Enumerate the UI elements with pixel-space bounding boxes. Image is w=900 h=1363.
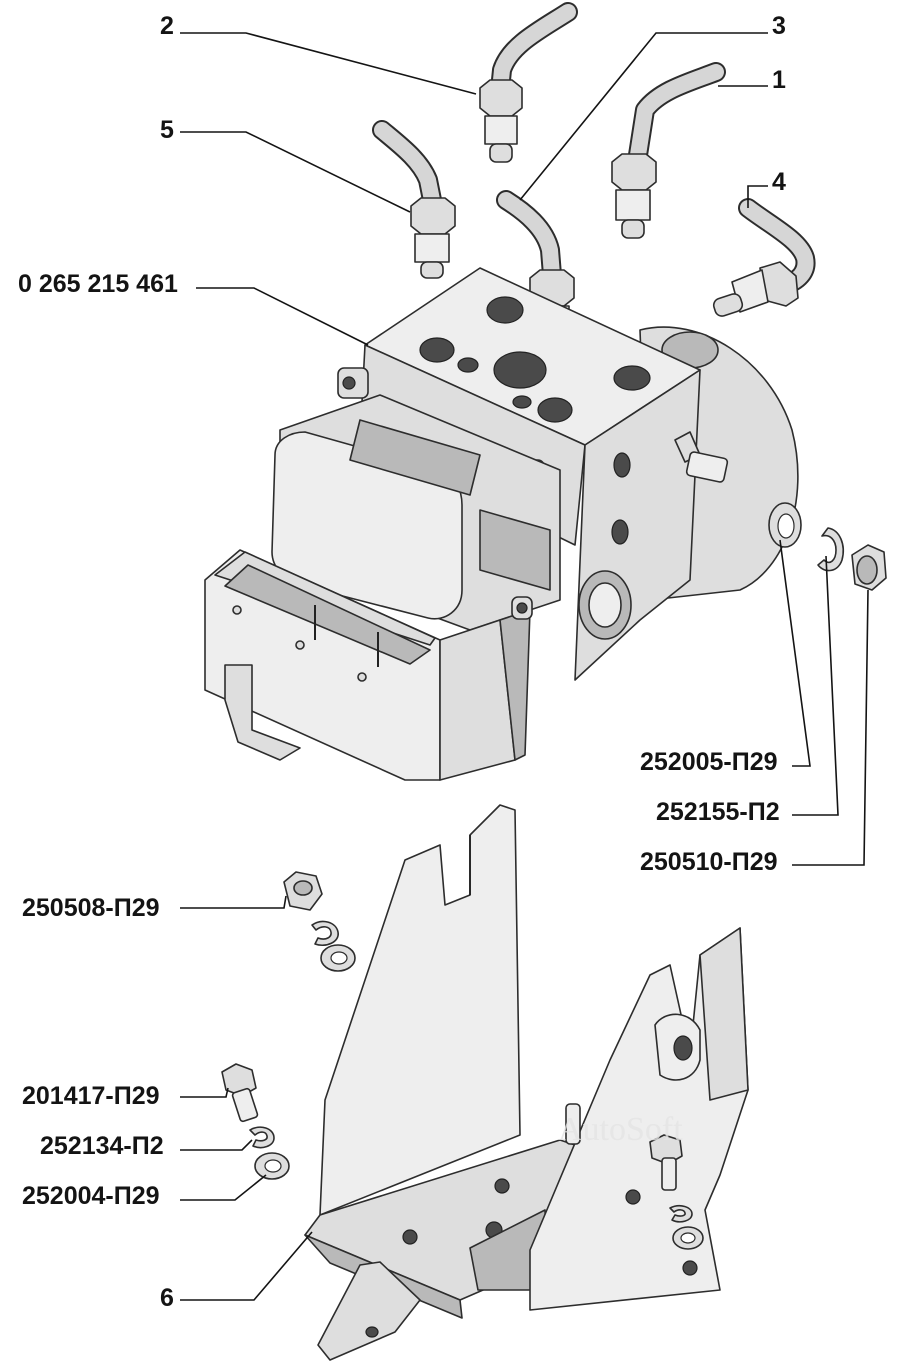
callout-1: 1 <box>772 66 786 94</box>
flat-washer-upper <box>320 944 356 972</box>
callout-252005: 252005-П29 <box>640 748 778 776</box>
callout-201417: 201417-П29 <box>22 1082 160 1110</box>
nut-250510 <box>851 544 887 591</box>
brake-pipe-4 <box>712 198 816 317</box>
callout-252155: 252155-П2 <box>656 798 780 826</box>
brake-pipe-1 <box>611 62 726 239</box>
brake-pipe-2 <box>479 2 578 163</box>
spring-washer-upper <box>311 920 339 947</box>
abs-hydraulic-unit <box>204 267 799 781</box>
callout-252004: 252004-П29 <box>22 1182 160 1210</box>
spring-washer-252155 <box>817 527 844 572</box>
bolt-201417 <box>221 1063 259 1123</box>
callout-5: 5 <box>160 116 174 144</box>
mounting-bracket-6 <box>304 804 749 1361</box>
brake-pipe-5 <box>372 120 456 279</box>
callout-6: 6 <box>160 1284 174 1312</box>
callout-250508: 250508-П29 <box>22 894 160 922</box>
leader-lines <box>180 32 869 1301</box>
callout-4: 4 <box>772 168 786 196</box>
copper-washer-252005 <box>768 502 802 548</box>
flat-washer-252004 <box>254 1152 290 1180</box>
watermark-text: AutoSoft <box>558 1111 683 1148</box>
nut-250508 <box>283 871 323 911</box>
callout-250510: 250510-П29 <box>640 848 778 876</box>
callout-abs-unit: 0 265 215 461 <box>18 270 178 298</box>
callout-252134: 252134-П2 <box>40 1132 164 1160</box>
callout-3: 3 <box>772 12 786 40</box>
callout-2: 2 <box>160 12 174 40</box>
spring-washer-252134 <box>249 1126 275 1149</box>
